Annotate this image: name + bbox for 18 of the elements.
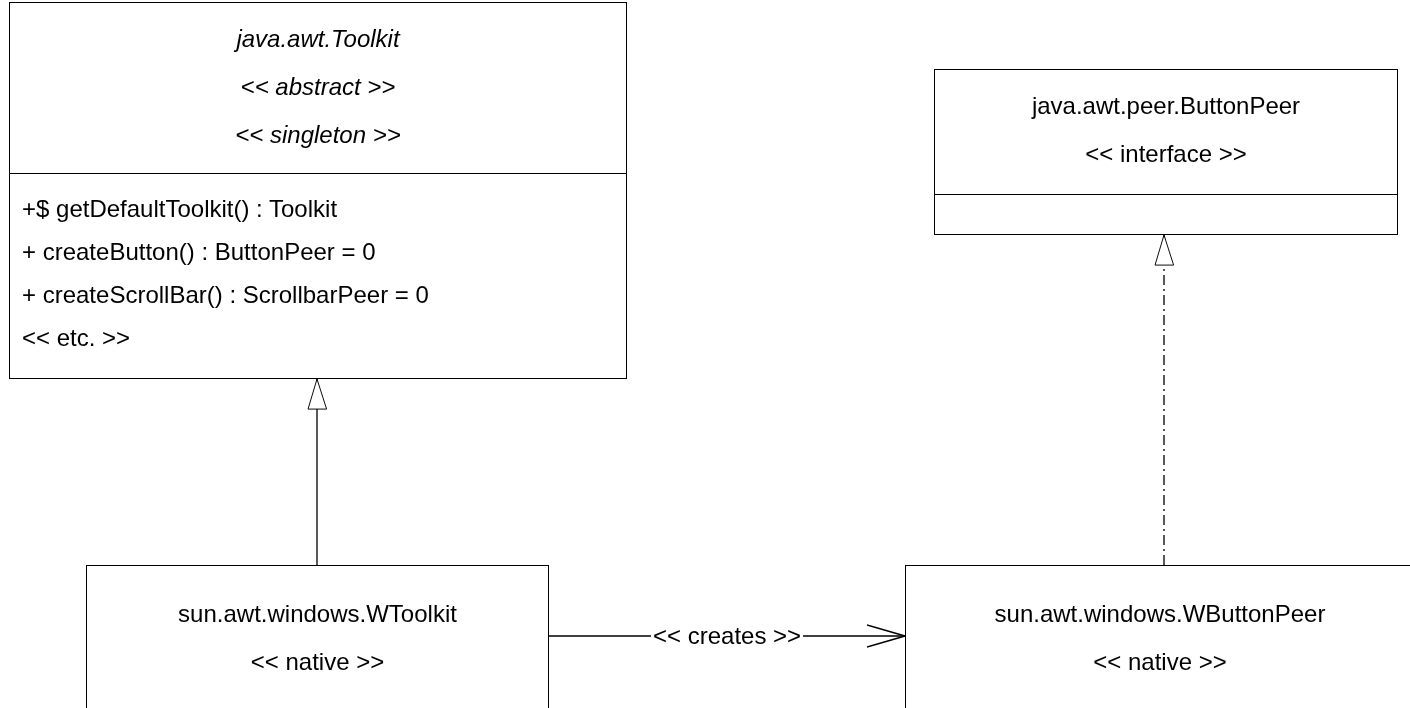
operation-text: + createButton() : ButtonPeer = 0: [21, 237, 376, 267]
class-name: java.awt.Toolkit: [236, 24, 400, 54]
generalization-arrow: [307, 378, 328, 566]
stereotype-label: << abstract >>: [240, 72, 396, 102]
operation-text: << etc. >>: [21, 323, 131, 353]
class-name: java.awt.peer.ButtonPeer: [1031, 91, 1301, 121]
class-box: [86, 565, 549, 708]
class-name: sun.awt.windows.WToolkit: [178, 599, 457, 629]
class-name: sun.awt.windows.WButtonPeer: [994, 599, 1326, 629]
stereotype-label: << native >>: [250, 647, 385, 677]
stereotype-label: << singleton >>: [235, 120, 401, 150]
stereotype-label: << interface >>: [1085, 139, 1247, 169]
class-box: [934, 69, 1398, 235]
stereotype-label: << native >>: [1093, 647, 1227, 677]
operation-text: + createScrollBar() : ScrollbarPeer = 0: [21, 280, 429, 310]
class-box: [9, 2, 627, 379]
class-box: [905, 565, 1410, 708]
operation-text: +$ getDefaultToolkit() : Toolkit: [21, 194, 338, 224]
